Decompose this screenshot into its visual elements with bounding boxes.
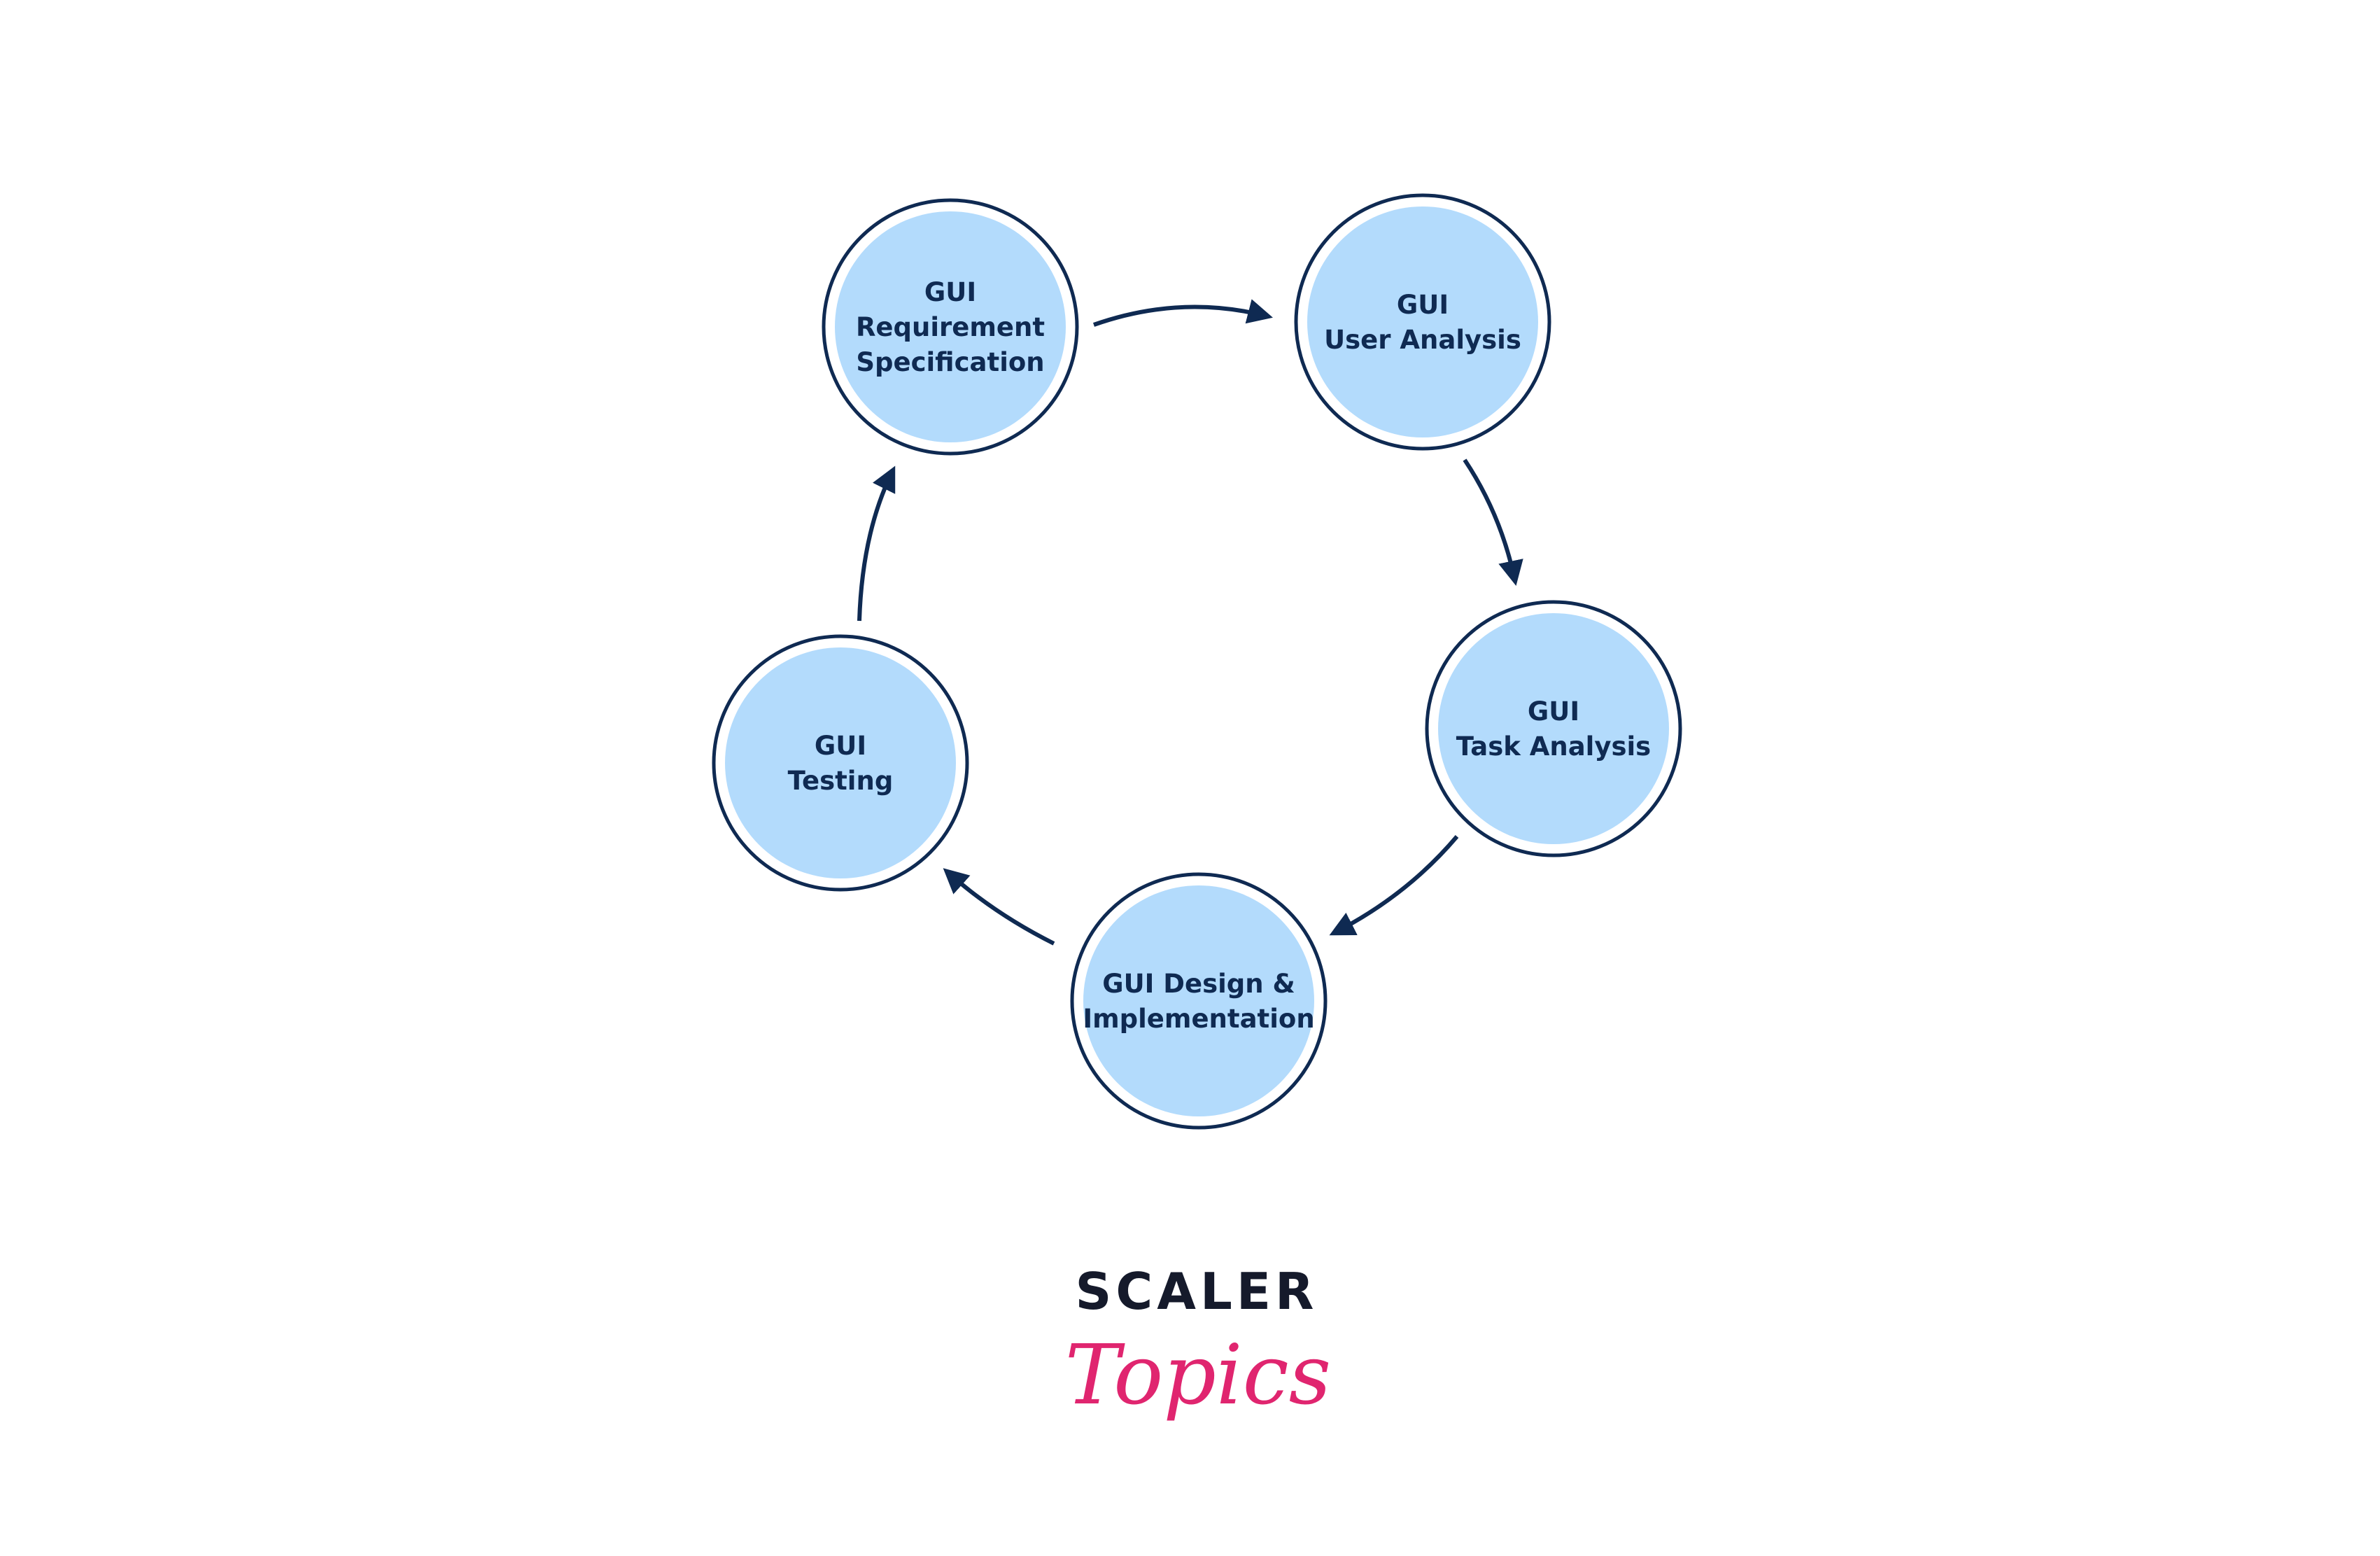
node-fill <box>1083 885 1314 1116</box>
arrow-task-analysis-to-design <box>1329 835 1459 936</box>
node-label-line: User Analysis <box>1324 325 1521 355</box>
node-user-analysis: GUI User Analysis <box>1294 193 1551 451</box>
node-label-line: GUI <box>815 731 866 761</box>
node-label-line: Testing <box>788 766 894 796</box>
node-fill <box>1307 206 1538 437</box>
scaler-topics-logo: SCALER Topics <box>1065 1262 1332 1423</box>
node-label-line: Implementation <box>1083 1004 1314 1034</box>
node-label-line: GUI <box>1528 696 1579 727</box>
node-fill <box>835 211 1066 442</box>
node-label-line: GUI Design & <box>1102 969 1295 999</box>
node-fill <box>725 647 956 878</box>
node-label-line: Requirement <box>856 312 1045 342</box>
brand-name: SCALER <box>1076 1262 1318 1321</box>
node-design: GUI Design & Implementation <box>1070 872 1328 1130</box>
node-label-line: Specification <box>856 347 1044 377</box>
node-task-analysis: GUI Task Analysis <box>1425 600 1682 857</box>
node-label-line: GUI <box>924 277 976 307</box>
arrow-design-to-testing <box>943 868 1055 946</box>
node-fill <box>1438 613 1669 844</box>
arrow-user-analysis-to-task-analysis <box>1463 458 1523 587</box>
arrow-requirement-to-user-analysis <box>1093 299 1273 327</box>
cycle-arrows <box>857 299 1523 946</box>
node-label-line: Task Analysis <box>1456 731 1651 762</box>
brand-sub: Topics <box>1065 1326 1332 1423</box>
arrow-testing-to-requirement <box>857 465 896 622</box>
node-label-line: GUI <box>1397 290 1449 320</box>
node-testing: GUI Testing <box>712 634 969 892</box>
